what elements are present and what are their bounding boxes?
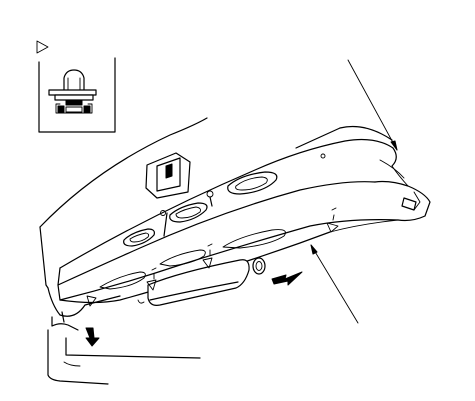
clip-triangle-icon: [202, 257, 213, 269]
clip-triangle-icon: [36, 40, 49, 54]
lower-cover-panel: [147, 259, 250, 306]
trim-panel: [45, 138, 431, 331]
inset-frame: [38, 57, 116, 133]
down-arrow-icon: [85, 327, 100, 347]
grommet: [137, 257, 266, 304]
lower-pockets: [99, 229, 286, 290]
mounting-holes: [123, 153, 326, 247]
clip-triangle-icon: [146, 279, 157, 291]
clip-triangle-icon: [326, 222, 339, 233]
pull-arrow-icon: [271, 271, 303, 286]
clip-legend: [36, 40, 116, 133]
leader-line-lower: [310, 244, 359, 324]
direction-arrows: [85, 271, 303, 347]
clip-detail-icon: [48, 69, 97, 114]
clip-triangle-icon: [86, 295, 97, 307]
leader-line-upper: [347, 59, 398, 151]
handle-recess: [145, 152, 191, 199]
tailgate-body: [39, 117, 393, 286]
floor-lines: [47, 329, 201, 385]
clip-markers: [86, 207, 339, 307]
leader-lines: [310, 59, 398, 324]
